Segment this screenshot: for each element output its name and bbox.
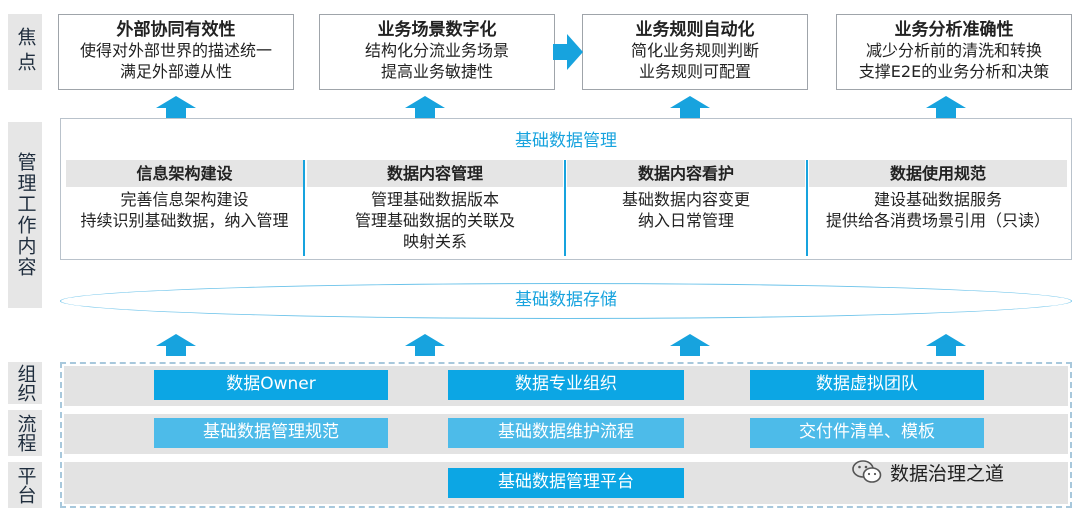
up-arrow-icon bbox=[926, 334, 966, 356]
focus-title: 外部协同有效性 bbox=[116, 20, 236, 40]
management-column-head: 信息架构建设 bbox=[66, 160, 303, 187]
management-column-head: 数据内容管理 bbox=[307, 160, 563, 187]
focus-box-external: 外部协同有效性 使得对外部世界的描述统一 满足外部遵从性 bbox=[58, 14, 294, 90]
focus-line: 满足外部遵从性 bbox=[119, 62, 232, 81]
org-box-professional: 数据专业组织 bbox=[448, 370, 684, 400]
up-arrow-icon bbox=[156, 334, 196, 356]
storage-label: 基础数据存储 bbox=[515, 290, 617, 310]
right-arrow-icon bbox=[553, 34, 583, 70]
process-box-maintenance: 基础数据维护流程 bbox=[448, 418, 684, 448]
management-column-body: 管理基础数据版本 管理基础数据的关联及 映射关系 bbox=[307, 189, 563, 257]
focus-title: 业务分析准确性 bbox=[894, 20, 1014, 40]
body-line: 完善信息架构建设 bbox=[120, 190, 249, 209]
up-arrow-icon bbox=[926, 96, 966, 118]
body-line: 建设基础数据服务 bbox=[873, 190, 1002, 209]
up-arrow-icon bbox=[405, 96, 445, 118]
focus-line: 提高业务敏捷性 bbox=[380, 62, 493, 81]
platform-box: 基础数据管理平台 bbox=[448, 468, 684, 498]
management-column-body: 建设基础数据服务 提供给各消费场景引用（只读） bbox=[809, 189, 1067, 257]
body-line: 映射关系 bbox=[402, 232, 467, 251]
side-label-organization-text: 组织 bbox=[14, 364, 37, 402]
focus-line: 使得对外部世界的描述统一 bbox=[79, 41, 272, 60]
body-line: 管理基础数据的关联及 bbox=[354, 211, 515, 230]
org-box-owner: 数据Owner bbox=[154, 370, 388, 400]
focus-line: 减少分析前的清洗和转换 bbox=[865, 41, 1042, 60]
management-column-body: 完善信息架构建设 持续识别基础数据，纳入管理 bbox=[66, 189, 303, 257]
management-panel bbox=[60, 118, 1072, 260]
focus-line: 结构化分流业务场景 bbox=[364, 41, 509, 60]
up-arrow-icon bbox=[405, 334, 445, 356]
column-divider bbox=[303, 160, 305, 256]
org-box-virtual-team: 数据虚拟团队 bbox=[750, 370, 984, 400]
side-label-focus-text: 焦点 bbox=[14, 27, 37, 77]
up-arrow-icon bbox=[670, 96, 710, 118]
focus-box-analysis: 业务分析准确性 减少分析前的清洗和转换 支撑E2E的业务分析和决策 bbox=[836, 14, 1072, 90]
focus-line: 支撑E2E的业务分析和决策 bbox=[858, 62, 1050, 81]
side-label-management-text: 管理工作内容 bbox=[14, 152, 37, 278]
side-label-management: 管理工作内容 bbox=[8, 122, 42, 308]
focus-line: 业务规则可配置 bbox=[638, 62, 751, 81]
body-line: 管理基础数据版本 bbox=[370, 190, 499, 209]
side-label-platform: 平台 bbox=[8, 462, 42, 508]
wechat-icon bbox=[852, 460, 882, 483]
side-label-platform-text: 平台 bbox=[14, 466, 37, 504]
side-label-focus: 焦点 bbox=[8, 14, 42, 90]
body-line: 持续识别基础数据，纳入管理 bbox=[80, 211, 289, 230]
management-column-body: 基础数据内容变更 纳入日常管理 bbox=[567, 189, 805, 257]
column-divider bbox=[564, 160, 566, 256]
side-label-process: 流程 bbox=[8, 410, 42, 456]
body-line: 纳入日常管理 bbox=[637, 211, 734, 230]
body-line: 基础数据内容变更 bbox=[621, 190, 750, 209]
up-arrow-icon bbox=[156, 96, 196, 118]
watermark-text: 数据治理之道 bbox=[890, 462, 1005, 485]
management-column-head: 数据使用规范 bbox=[809, 160, 1067, 187]
management-title: 基础数据管理 bbox=[515, 131, 617, 151]
focus-box-rules: 业务规则自动化 简化业务规则判断 业务规则可配置 bbox=[582, 14, 808, 90]
process-box-spec: 基础数据管理规范 bbox=[154, 418, 388, 448]
focus-title: 业务场景数字化 bbox=[377, 20, 497, 40]
focus-title: 业务规则自动化 bbox=[635, 20, 755, 40]
process-box-deliverables: 交付件清单、模板 bbox=[750, 418, 984, 448]
side-label-process-text: 流程 bbox=[14, 414, 37, 452]
column-divider bbox=[806, 160, 808, 256]
body-line: 提供给各消费场景引用（只读） bbox=[825, 211, 1050, 230]
support-area bbox=[60, 362, 1072, 508]
focus-line: 简化业务规则判断 bbox=[630, 41, 759, 60]
wechat-watermark: 数据治理之道 bbox=[852, 456, 1062, 488]
storage-cylinder: 基础数据存储 bbox=[60, 283, 1072, 319]
focus-box-scenario: 业务场景数字化 结构化分流业务场景 提高业务敏捷性 bbox=[319, 14, 555, 90]
management-column-head: 数据内容看护 bbox=[567, 160, 805, 187]
up-arrow-icon bbox=[670, 334, 710, 356]
side-label-organization: 组织 bbox=[8, 362, 42, 404]
